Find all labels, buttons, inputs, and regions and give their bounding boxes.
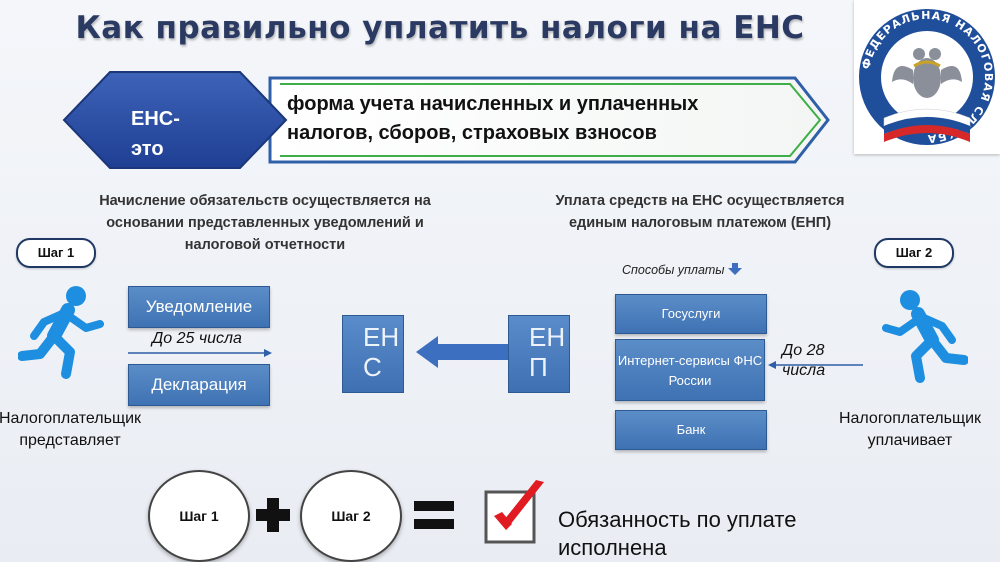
arrow-left-icon: [416, 336, 510, 368]
result-line1: Обязанность по уплате: [558, 507, 797, 532]
method-fns-online: Интернет-сервисы ФНС России: [615, 339, 765, 401]
right-person-line2: уплачивает: [867, 432, 953, 449]
arrow-right-icon: [128, 349, 272, 357]
ens-label: ЕНС- это: [131, 104, 180, 164]
right-caption-line1: Уплата средств на ЕНС осуществляется: [555, 193, 845, 209]
running-person-icon: [882, 290, 968, 383]
fns-emblem-icon: ФЕДЕРАЛЬНАЯ НАЛОГОВАЯ СЛУЖБА: [859, 9, 995, 145]
left-caption-line1: Начисление обязательств осуществляется н…: [99, 193, 431, 209]
equals-icon: [414, 501, 454, 529]
right-person-line1: Налогоплательщик: [838, 410, 982, 427]
enp-box: ЕНП: [508, 315, 570, 393]
fns-logo: ФЕДЕРАЛЬНАЯ НАЛОГОВАЯ СЛУЖБА: [854, 0, 1000, 154]
ens-box-label: ЕНС: [363, 322, 400, 382]
methods-label-text: Способы уплаты: [622, 263, 725, 277]
deadline-28-line2: числа: [782, 362, 826, 379]
bottom-step1-circle: Шаг 1: [148, 470, 250, 562]
left-person-label: Налогоплательщик представляет: [0, 408, 160, 452]
right-caption-line2: единым налоговым платежом (ЕНП): [568, 215, 832, 231]
method-bank: Банк: [615, 410, 767, 450]
definition-banner: [62, 71, 830, 169]
left-caption-line3: налоговой отчетности: [184, 237, 346, 253]
left-person-line1: Налогоплательщик: [0, 410, 142, 427]
right-caption: Уплата средств на ЕНС осуществляется еди…: [520, 190, 880, 234]
page-title: Как правильно уплатить налоги на ЕНС: [75, 10, 805, 46]
deadline-28: До 28 числа: [782, 341, 825, 381]
definition-text: форма учета начисленных и уплаченных нал…: [287, 93, 699, 144]
ens-box: ЕНС: [342, 315, 404, 393]
arrow-down-icon: [728, 263, 742, 275]
checkbox-checked-icon: [484, 480, 544, 544]
result-text: Обязанность по уплате исполнена: [558, 506, 796, 562]
enp-box-label: ЕНП: [529, 322, 566, 382]
left-person-line2: представляет: [19, 432, 121, 449]
bottom-step2-circle: Шаг 2: [300, 470, 402, 562]
left-caption-line2: основании представленных уведомлений и: [106, 215, 424, 231]
deadline-25: До 25 числа: [152, 330, 242, 347]
right-person-label: Налогоплательщик уплачивает: [815, 408, 1000, 452]
step2-badge: Шаг 2: [874, 238, 954, 268]
step1-badge: Шаг 1: [16, 238, 96, 268]
running-person-icon: [18, 286, 104, 379]
arrow-left-thin-icon: [768, 361, 863, 369]
method-gosuslugi: Госуслуги: [615, 294, 767, 334]
left-caption: Начисление обязательств осуществляется н…: [65, 190, 465, 256]
result-line2: исполнена: [558, 535, 667, 560]
methods-label: Способы уплаты: [622, 263, 742, 277]
declaration-box: Декларация: [128, 364, 270, 406]
deadline-28-line1: До 28: [782, 342, 825, 359]
notification-box: Уведомление: [128, 286, 270, 328]
ens-label-line1: ЕНС-: [131, 108, 180, 130]
ens-label-line2: это: [131, 138, 164, 160]
plus-icon: [256, 498, 290, 532]
